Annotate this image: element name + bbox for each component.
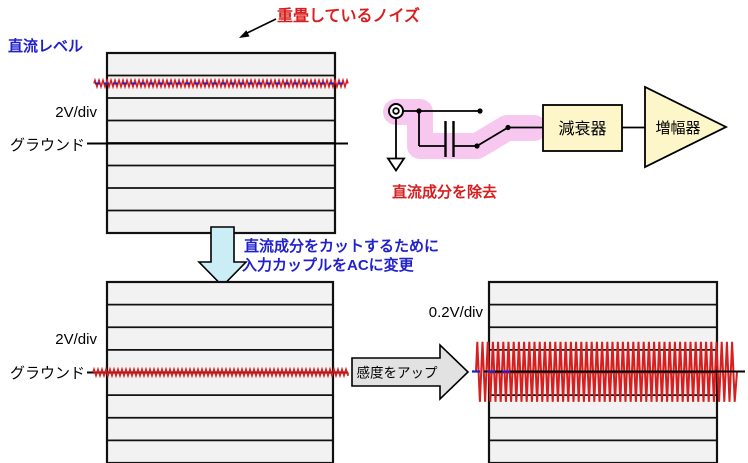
noise-annotation: 重畳しているノイズ [277,6,420,25]
bottom-left-oscilloscope: 2V/div グラウンド [10,280,349,463]
input-coupling-circuit: 減衰器 増幅器 直流成分を除去 [383,85,729,201]
noise-trace [92,366,349,379]
noise-trace [93,77,349,90]
down-arrow-icon [197,226,248,288]
right-arrow-icon [351,343,470,401]
sensitivity-label: 感度をアップ [357,365,438,381]
switch-arm [476,126,509,147]
attenuator-box [542,104,623,152]
dc-removed-caption: 直流成分を除去 [392,183,497,201]
dc-contact-dot [477,108,483,114]
coupling-change-transition: 直流成分をカットするために 入力カップルをACに変更 [197,226,439,288]
callout-arrow-line [242,18,277,36]
ac-path-highlight [383,99,547,159]
amplifier-label: 増幅器 [655,120,700,137]
bottom-right-oscilloscope: 0.2V/div [429,280,745,463]
earth-ground-icon [386,157,406,173]
volts-per-div-label: 2V/div [55,104,97,121]
dc-level-label: 直流レベル [8,37,83,55]
transition-note-line1: 直流成分をカットするために [244,237,439,255]
transition-note-line2: 入力カップルをACに変更 [242,256,415,274]
top-left-oscilloscope: 直流レベル 2V/div グラウンド [8,37,349,235]
attenuator-label: 減衰器 [558,120,606,138]
amplifier-triangle [644,85,729,169]
switch-pivot-dot [505,124,511,131]
ground-label: グラウンド [10,137,85,154]
input-connector-center-icon [392,107,400,115]
ground-label: グラウンド [10,365,85,382]
volts-per-div-label: 2V/div [55,331,97,348]
volts-per-div-label: 0.2V/div [429,304,484,321]
sensitivity-up-arrow: 感度をアップ [351,343,470,401]
junction-dot [416,108,422,114]
noise-callout: 重畳しているノイズ [239,6,420,38]
ac-contact-dot [474,143,480,149]
callout-arrowhead-icon [239,30,250,38]
